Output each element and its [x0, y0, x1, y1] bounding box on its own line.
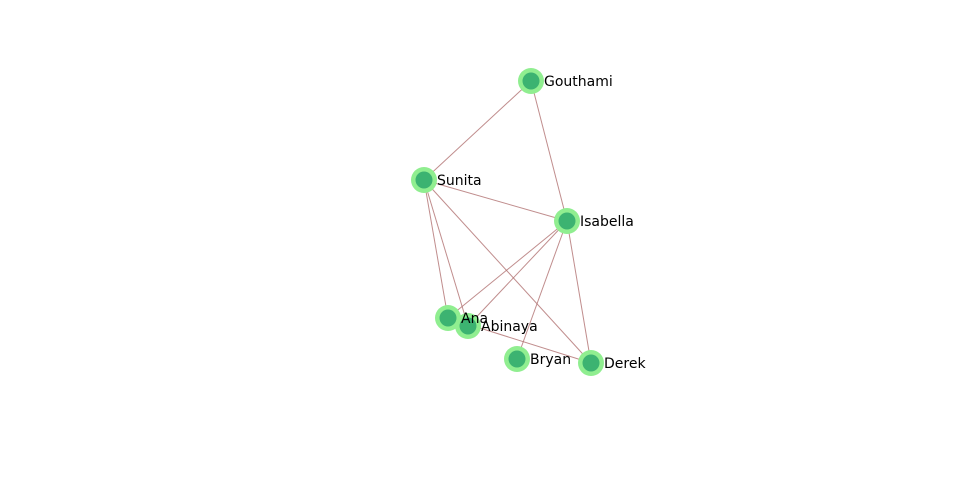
node-label: Ana: [461, 311, 488, 327]
node-abinaya[interactable]: [455, 313, 481, 339]
node-bryan[interactable]: [504, 346, 530, 372]
node-sunita[interactable]: [411, 167, 437, 193]
node-gouthami[interactable]: [518, 68, 544, 94]
edge-sunita-isabella: [423, 179, 568, 222]
edge-isabella-ana: [447, 220, 568, 319]
edge-gouthami-isabella: [530, 80, 568, 222]
node-core: [459, 317, 477, 335]
node-ana[interactable]: [435, 305, 461, 331]
node-label: Isabella: [580, 214, 634, 230]
node-label: Derek: [604, 356, 646, 372]
edge-isabella-abinaya: [467, 220, 568, 327]
node-isabella[interactable]: [554, 208, 580, 234]
edge-gouthami-sunita: [423, 80, 532, 181]
node-core: [439, 309, 457, 327]
node-core: [508, 350, 526, 368]
node-core: [558, 212, 576, 230]
node-label: Gouthami: [544, 74, 613, 90]
edge-isabella-derek: [566, 220, 592, 364]
node-label: Bryan: [530, 352, 571, 368]
edge-sunita-abinaya: [423, 179, 469, 327]
node-label: Abinaya: [481, 319, 538, 335]
node-core: [415, 171, 433, 189]
node-label: Sunita: [437, 173, 482, 189]
edge-sunita-derek: [423, 179, 592, 364]
edge-sunita-ana: [423, 179, 449, 319]
node-core: [522, 72, 540, 90]
node-derek[interactable]: [578, 350, 604, 376]
node-core: [582, 354, 600, 372]
edge-isabella-bryan: [516, 220, 568, 360]
nodes: [411, 68, 604, 376]
